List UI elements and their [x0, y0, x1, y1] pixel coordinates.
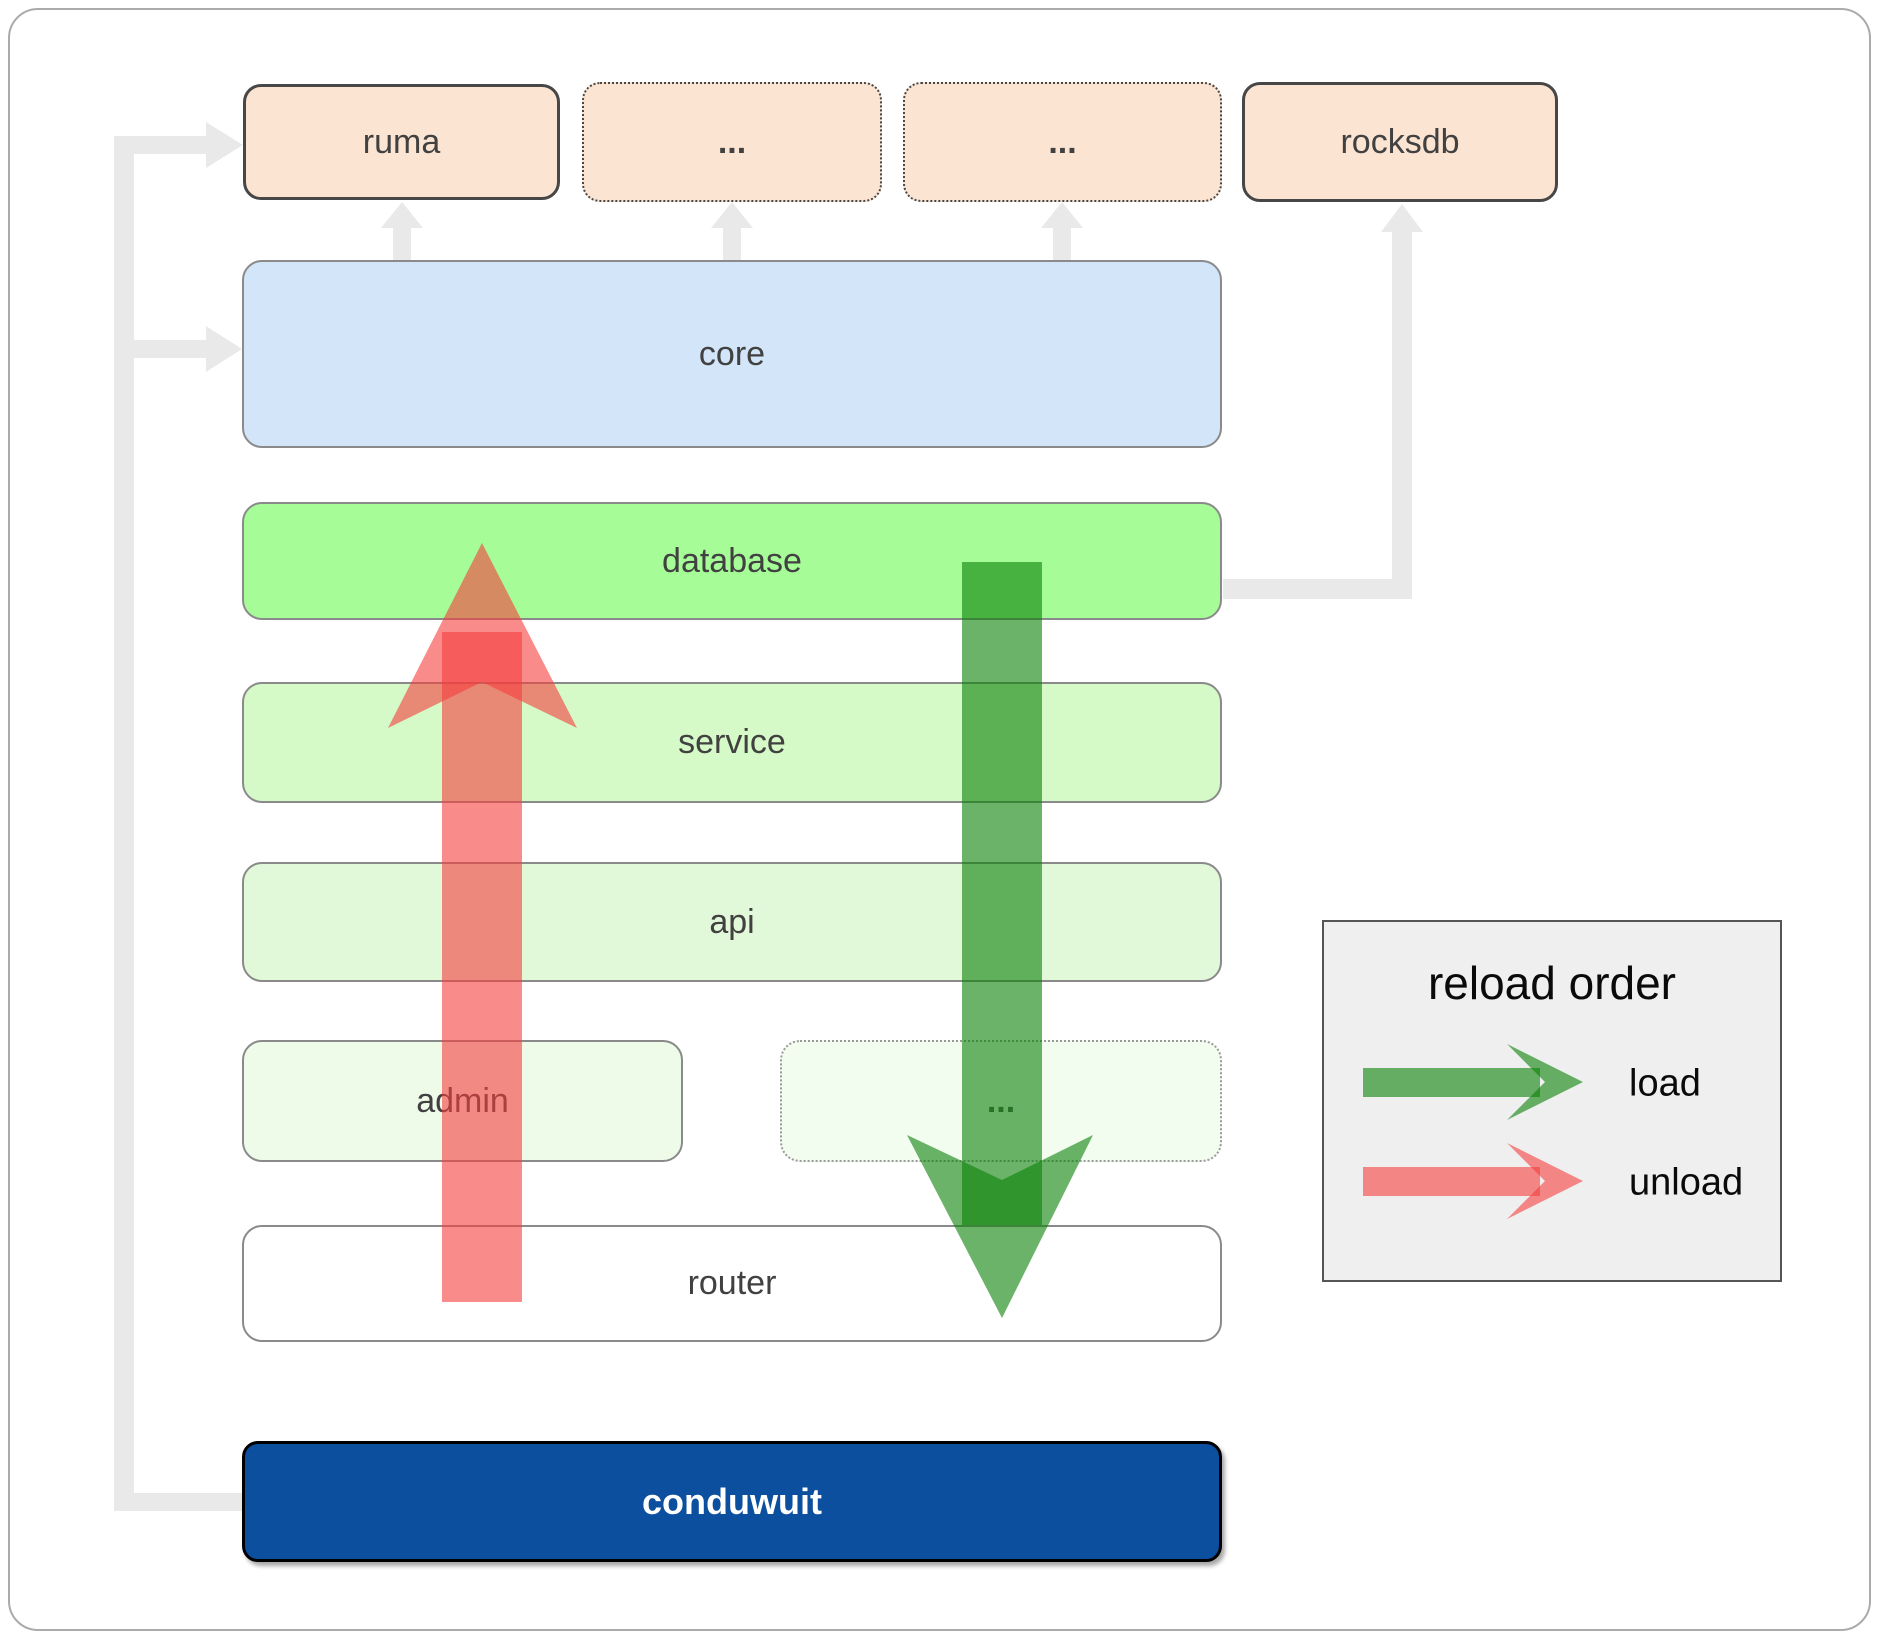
box-router-label: router	[687, 1264, 777, 1302]
box-api-label: api	[709, 902, 755, 941]
box-admin-ellipsis: ...	[780, 1040, 1222, 1162]
box-admin-label: admin	[416, 1081, 509, 1120]
box-ellipsis-2: ...	[903, 82, 1222, 202]
box-ellipsis-2-label: ...	[1048, 122, 1077, 161]
box-admin: admin	[242, 1040, 683, 1162]
legend-load-label: load	[1629, 1062, 1701, 1105]
box-service-label: service	[678, 723, 786, 761]
box-database-label: database	[662, 541, 802, 580]
box-conduwuit-label: conduwuit	[642, 1480, 822, 1522]
outer-frame	[8, 8, 1871, 1631]
box-core: core	[242, 260, 1222, 448]
box-ellipsis-1: ...	[582, 82, 882, 202]
legend-unload-label: unload	[1629, 1161, 1744, 1204]
box-admin-ellipsis-label: ...	[986, 1081, 1016, 1120]
box-service: service	[242, 682, 1222, 803]
box-conduwuit: conduwuit	[242, 1441, 1222, 1562]
box-rocksdb-label: rocksdb	[1340, 122, 1460, 161]
legend-panel: reload order load unload	[1322, 920, 1782, 1282]
box-ruma-label: ruma	[362, 122, 441, 161]
legend-title: reload order	[1427, 957, 1677, 1009]
box-rocksdb: rocksdb	[1242, 82, 1558, 202]
box-database: database	[242, 502, 1222, 620]
box-core-label: core	[698, 334, 766, 373]
box-router: router	[242, 1225, 1222, 1342]
box-ruma: ruma	[243, 84, 560, 200]
box-ellipsis-1-label: ...	[717, 122, 747, 161]
box-api: api	[242, 862, 1222, 982]
